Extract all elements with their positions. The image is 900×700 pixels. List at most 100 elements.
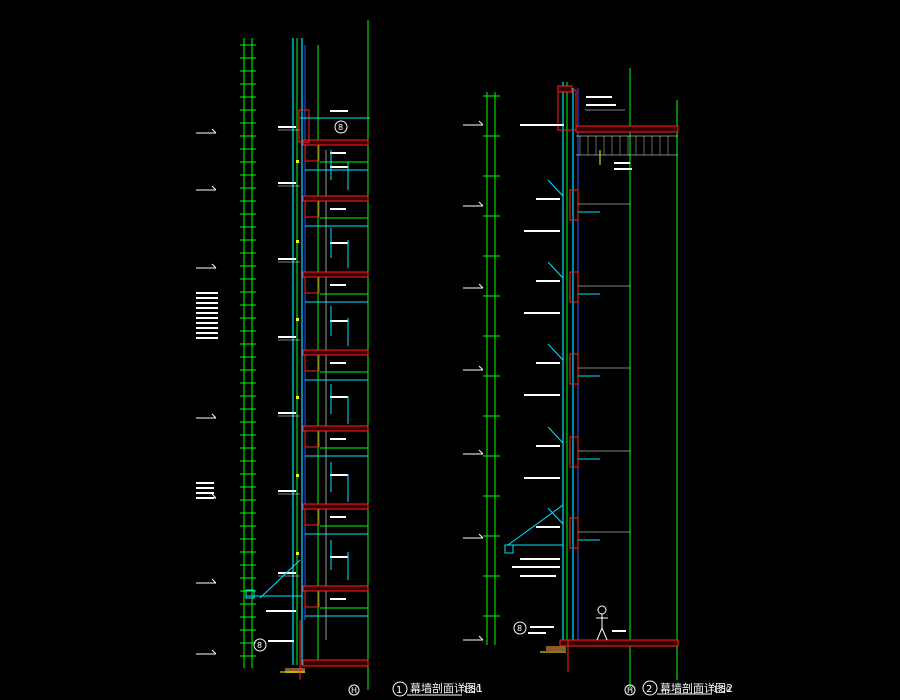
label-stub-right bbox=[524, 230, 560, 232]
label-stub-left bbox=[196, 292, 218, 294]
label-stub-right bbox=[612, 630, 626, 632]
leader-diag-right bbox=[547, 507, 564, 525]
label-stub-left bbox=[268, 640, 294, 642]
label-stub-right bbox=[586, 96, 612, 98]
slab-edge-beam-left bbox=[304, 430, 320, 448]
anchor-marker-left bbox=[296, 318, 299, 321]
level-marker-tick-left bbox=[211, 128, 217, 134]
canopy-brace-right bbox=[507, 504, 564, 546]
human-scale-figure bbox=[596, 605, 608, 641]
label-stub-right bbox=[524, 312, 560, 314]
label-stub-left bbox=[330, 284, 346, 286]
floor-slab-left bbox=[302, 503, 369, 510]
label-stub-left bbox=[330, 362, 346, 364]
level-marker-tick-right bbox=[478, 283, 484, 289]
floor-slab-left bbox=[302, 425, 369, 432]
level-marker-tick-left bbox=[211, 263, 217, 269]
label-stub-left bbox=[278, 126, 296, 128]
level-marker-tick-left bbox=[211, 185, 217, 191]
section-2-drawing bbox=[463, 68, 679, 690]
view-marker-circle-2 bbox=[642, 680, 658, 696]
view-title-1: 1 幕墙剖面详图1 1:50 bbox=[392, 681, 483, 697]
label-stub-right bbox=[520, 558, 560, 560]
label-stub-left bbox=[196, 297, 218, 299]
slab-edge-beam-left bbox=[304, 276, 320, 294]
label-stub-right bbox=[524, 394, 560, 396]
view-title-text-1: 幕墙剖面详图1 bbox=[410, 681, 483, 695]
callout-label-a: 8 bbox=[338, 123, 343, 132]
base-paving-left bbox=[285, 668, 305, 673]
callout-circle-c bbox=[513, 621, 527, 635]
section-1-drawing bbox=[196, 20, 370, 690]
label-stub-right bbox=[536, 198, 560, 200]
callout-circle-b bbox=[253, 638, 267, 652]
level-marker-tick-right bbox=[478, 120, 484, 126]
view-scale-1: 1:50 bbox=[463, 685, 481, 694]
view-title-text-2: 幕墙剖面详图2 bbox=[660, 681, 733, 695]
label-stub-right bbox=[614, 162, 630, 164]
slab-edge-beam-left bbox=[304, 200, 320, 218]
figure-body bbox=[596, 614, 608, 641]
axis-label-right: H bbox=[627, 686, 633, 695]
view-title-2: 2 幕墙剖面详图2 1:50 bbox=[642, 680, 733, 696]
callout-label-c: 8 bbox=[517, 624, 522, 633]
axis-circle-right bbox=[624, 684, 636, 696]
canopy-end-left bbox=[245, 589, 255, 599]
slab-edge-beam-left bbox=[304, 354, 320, 372]
anchor-marker-left bbox=[296, 396, 299, 399]
axis-marker-left: H bbox=[348, 684, 360, 696]
floor-bracket-right bbox=[569, 353, 579, 385]
label-stub-right bbox=[536, 362, 560, 364]
label-stub-left bbox=[196, 497, 214, 499]
label-stub-left bbox=[330, 598, 346, 600]
label-stub-left bbox=[196, 337, 218, 339]
floor-slab-left bbox=[302, 271, 369, 278]
leader-diag-right bbox=[547, 261, 564, 279]
canopy-brace-left bbox=[259, 559, 301, 599]
label-stub-left bbox=[330, 556, 348, 558]
label-stub-right bbox=[524, 477, 560, 479]
detail-callout-a: 8 bbox=[334, 120, 348, 134]
label-stub-left bbox=[196, 317, 218, 319]
label-stub-right bbox=[614, 168, 632, 170]
view-marker-number-1: 1 bbox=[396, 685, 402, 696]
label-stub-left bbox=[330, 320, 348, 322]
floor-slab-left bbox=[302, 195, 369, 202]
callout-label-b: 8 bbox=[257, 641, 262, 650]
detail-callout-b: 8 bbox=[253, 638, 267, 652]
floor-bracket-right bbox=[569, 189, 579, 221]
label-stub-left bbox=[330, 110, 348, 112]
label-stub-right bbox=[520, 124, 564, 126]
label-stub-left bbox=[330, 396, 348, 398]
label-stub-left bbox=[278, 258, 296, 260]
label-stub-left bbox=[196, 302, 218, 304]
label-stub-right bbox=[536, 445, 560, 447]
anchor-marker-left bbox=[296, 474, 299, 477]
slab-edge-beam-left bbox=[304, 144, 320, 162]
level-marker-tick-right bbox=[478, 533, 484, 539]
label-stub-left bbox=[330, 516, 346, 518]
axis-circle-left bbox=[348, 684, 360, 696]
label-stub-left bbox=[330, 438, 346, 440]
view-marker-circle-1 bbox=[392, 681, 408, 697]
label-stub-right bbox=[528, 632, 546, 634]
base-paving-right bbox=[546, 646, 566, 651]
ground-slab-left bbox=[302, 659, 369, 667]
label-stub-right bbox=[536, 280, 560, 282]
label-stub-left bbox=[196, 327, 218, 329]
label-stub-right bbox=[586, 104, 616, 106]
anchor-marker-left bbox=[296, 160, 299, 163]
leader-diag-right bbox=[547, 426, 564, 444]
level-marker-tick-right bbox=[478, 365, 484, 371]
label-stub-left bbox=[330, 474, 348, 476]
level-marker-tick-left bbox=[211, 413, 217, 419]
floor-bracket-right bbox=[569, 517, 579, 549]
floor-slab-left bbox=[302, 585, 369, 592]
label-stub-left bbox=[330, 166, 348, 168]
label-stub-left bbox=[278, 412, 296, 414]
slab-edge-beam-left bbox=[304, 590, 320, 608]
label-stub-right bbox=[536, 526, 560, 528]
floor-slab-left bbox=[302, 139, 369, 146]
